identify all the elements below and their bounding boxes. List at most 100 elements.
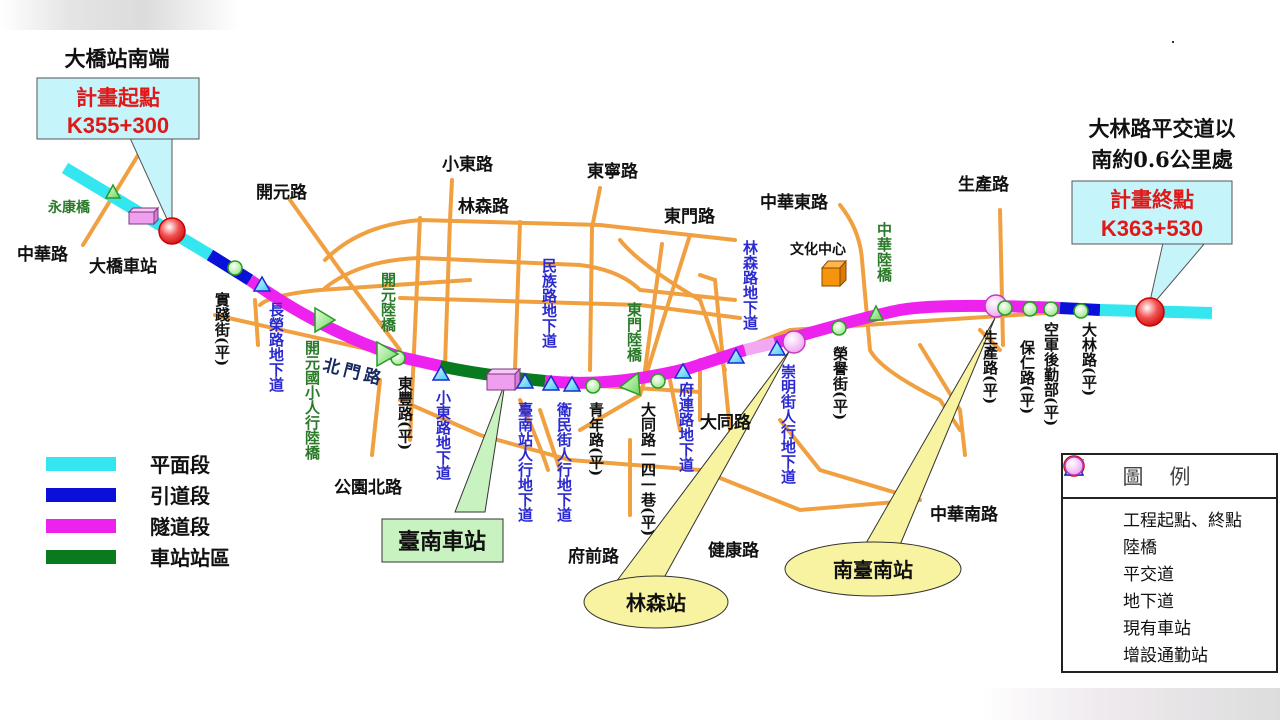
start-heading: 大橋站南端 [65,46,170,71]
end-point-icon [1135,297,1165,327]
overpass-yongkang-icon [104,183,122,199]
label-fulian: 府連路地下道 [677,381,695,472]
start-mileage: K355+300 [67,113,169,138]
segment-legend-label: 隧道段 [150,515,210,539]
south-tainan-station-label: 南臺南站 [833,558,913,582]
label-datong-lane: 大同路一四一巷(平) [639,401,657,536]
legend-label: 陸橋 [1123,538,1157,558]
overpass-icons [104,183,885,397]
linsen-callout-bubble [583,575,729,629]
segment-legend-label: 引道段 [150,484,210,508]
label-dalin: 大林路(平) [1080,321,1098,396]
road-xiaodong: 小東路 [442,154,494,175]
segment-legend-station-area: 車站站區 [46,541,230,572]
legend-label: 增設通勤站 [1123,646,1208,666]
pink-box-icon [1064,458,1101,638]
segment-legend-ramp: 引道段 [46,479,230,510]
overpass-dongmen-icon [618,371,641,397]
top-edge-shadow [0,0,240,30]
legend-title: 圖例 [1063,455,1276,499]
legend-item-start-end: 工程起點、終點 [1063,455,1276,532]
road-zhonghua-east: 中華東路 [760,192,829,213]
green-triangle-icon [1063,455,1101,557]
road-fuqian: 府前路 [568,546,620,567]
legend-item-new-station: 增設通勤站 [1063,456,1276,667]
label-linsen-underpass: 林森路地下道 [741,239,759,330]
tainan-station-label: 臺南車站 [398,529,486,555]
label-kaiyuan-bridge: 開元陸橋 [379,272,397,333]
underpass-minzu-icon [541,374,561,391]
symbol-legend: 圖例 工程起點、終點 陸橋 平交道 地下道 現有車站 增設通勤站 [1061,453,1278,673]
end-label: 計畫終點 [1110,187,1194,212]
level-crossing-datong-lane-icon [650,373,666,389]
underpass-icons [252,275,787,392]
underpass-weimin-icon [562,375,582,392]
green-circle-icon [1064,456,1101,584]
level-crossing-icons [227,260,1089,394]
existing-station-tainan-icon [485,367,522,392]
label-zhonghua-bridge: 中華陸橋 [875,221,893,283]
red-circle-icon [1063,455,1101,530]
road-dongmen: 東門路 [664,206,716,227]
legend-item-underpass: 地下道 [1063,455,1276,613]
road-datong: 大同路 [700,412,752,433]
legend-item-overpass: 陸橋 [1063,455,1276,559]
segment-legend-label: 車站站區 [150,546,230,570]
tunnel-swatch [46,518,116,533]
tunnel-segment-3 [773,299,1061,349]
linsen-station-label: 林森站 [626,591,686,615]
road-gongyuan-north: 公園北路 [334,477,403,498]
start-callout-box [36,77,200,140]
label-xiaodong: 小東路地下道 [434,390,452,480]
road-shengchan: 生產路 [958,174,1010,195]
segment-legend: 平面段 引道段 隧道段 車站站區 [46,448,230,572]
overpass-zhonghua-icon [867,304,885,321]
road-kaiyuan: 開元路 [256,182,308,203]
station-area-swatch [46,549,116,564]
culture-center-label: 文化中心 [790,241,846,258]
label-kaiyuan-school: 開元國小人行陸橋 [303,340,321,461]
segment-legend-tunnel: 隧道段 [46,510,230,541]
label-qingnian: 青年路(平) [587,401,605,476]
label-airforce: 空軍後勤部(平) [1042,321,1060,426]
end-heading-1: 大林路平交道以 [1089,116,1236,141]
label-chongming: 崇明街人行地下道 [779,363,797,484]
start-point-icon [158,217,186,245]
label-weimin: 衛民街人行地下道 [555,401,573,522]
road-dongning: 東寧路 [587,161,639,182]
underpass-linsen-icon [726,347,746,364]
end-callout-box [1071,180,1233,245]
road-jiankang: 健康路 [708,540,760,561]
at-grade-swatch [46,456,116,471]
dot-mark [1172,41,1174,43]
road-zhonghua: 中華路 [17,244,69,265]
level-crossing-qingnian-icon [585,378,601,394]
tunnel-segment-light [743,337,777,356]
underpass-tainan-ped-icon [515,372,535,389]
label-dongmen-bridge: 東門陸橋 [625,301,643,363]
underpass-fulian-icon [673,362,693,379]
tainan-callout-tail [454,382,506,513]
level-crossing-rongyu-icon [831,320,847,336]
blue-triangle-icon [1063,455,1101,611]
underpass-changrong-icon [252,275,272,292]
level-crossing-baoren-icon [1022,301,1038,317]
legend-label: 地下道 [1123,592,1174,612]
legend-item-existing-station: 現有車站 [1063,458,1276,640]
level-crossing-airforce-icon [1043,301,1059,317]
level-crossing-shijian-icon [227,260,243,276]
legend-label: 工程起點、終點 [1123,511,1242,531]
level-crossing-shengchan-icon [997,300,1013,316]
level-crossing-dalin-icon [1073,303,1089,319]
segment-legend-label: 平面段 [150,453,210,477]
label-shengchan: 生產路(平) [981,329,999,404]
overpass-kaiyuan-school-icon [314,306,337,334]
station-daqiao: 大橋車站 [89,256,157,277]
legend-item-level-crossing: 平交道 [1063,456,1276,586]
road-zhonghua-south: 中華南路 [930,504,999,525]
label-dongfeng: 東豐路(平) [396,375,414,450]
overpass-kaiyuan-icon [376,340,400,368]
underpass-xiaodong-icon [431,364,451,381]
label-rongyu: 榮譽街(平) [831,345,849,420]
